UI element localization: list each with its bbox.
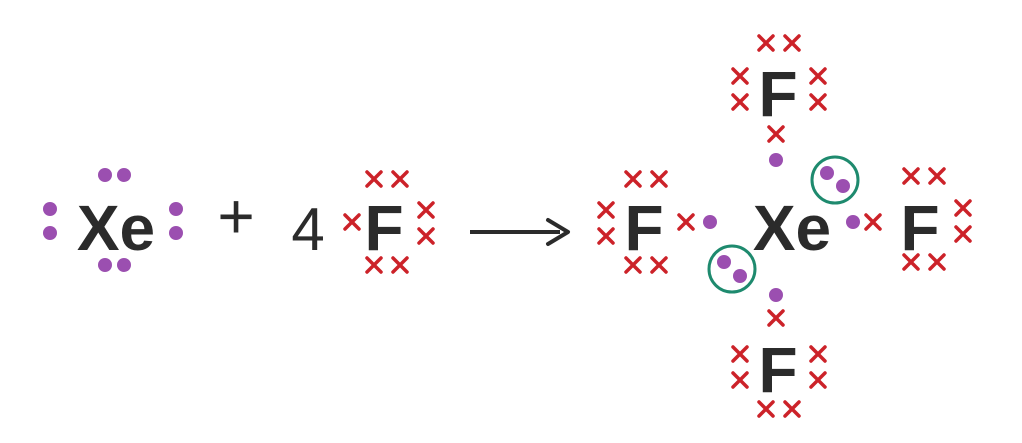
xe-bonding-electron-dot [846,215,860,229]
product-f-left-symbol: F [624,192,663,264]
f-right-electron-cross [954,199,972,217]
f-left-electron-cross [650,256,668,274]
f-right-electron-cross [954,225,972,243]
f-bottom-electron-cross [767,309,785,327]
f-left-electron-cross [597,201,615,219]
xe-lone-pair-dot [717,255,731,269]
f-electron-cross [417,227,435,245]
f-top-electron-cross [757,34,775,52]
f-left-electron-cross [677,213,695,231]
lone-pair-ring-upper-right [810,155,860,205]
f-left-electron-cross [597,227,615,245]
f-bottom-electron-cross [809,371,827,389]
f-electron-cross [343,213,361,231]
f-bottom-electron-cross [809,345,827,363]
xe-bonding-electron-dot [769,288,783,302]
f-bottom-electron-cross [757,400,775,418]
f-top-electron-cross [783,34,801,52]
xe-lone-pair-dot [733,269,747,283]
xe-lone-pair-dot [820,166,834,180]
reactant-f-symbol: F [364,192,403,264]
xe-electron-dot [117,258,131,272]
product-f-top-symbol: F [758,58,797,130]
f-electron-cross [365,256,383,274]
product-xe-symbol: Xe [753,192,831,264]
f-bottom-electron-cross [731,371,749,389]
electron-marks [43,34,972,418]
xe-lone-pair-dot [836,179,850,193]
xe-electron-dot [43,202,57,216]
f-top-electron-cross [731,67,749,85]
product-f-right-symbol: F [900,192,939,264]
f-bottom-electron-cross [783,400,801,418]
reactant-xe-symbol: Xe [77,192,155,264]
f-right-electron-cross [864,213,882,231]
f-right-electron-cross [928,167,946,185]
f-right-electron-cross [902,253,920,271]
f-bottom-electron-cross [731,345,749,363]
f-top-electron-cross [731,93,749,111]
f-top-electron-cross [809,93,827,111]
xe-bonding-electron-dot [769,153,783,167]
f-right-electron-cross [928,253,946,271]
fluorine-coefficient: 4 [291,196,324,263]
f-top-electron-cross [767,125,785,143]
product-f-bottom-symbol: F [758,334,797,406]
f-electron-cross [417,201,435,219]
f-left-electron-cross [650,170,668,188]
plus-sign: + [217,180,254,252]
f-right-electron-cross [902,167,920,185]
xe-electron-dot [169,226,183,240]
f-left-electron-cross [624,256,642,274]
xe-electron-dot [117,168,131,182]
reaction-arrow [470,218,570,246]
xe-electron-dot [43,226,57,240]
f-left-electron-cross [624,170,642,188]
f-electron-cross [365,170,383,188]
xe-electron-dot [169,202,183,216]
lone-pair-ring-lower-left [707,244,757,294]
f-top-electron-cross [809,67,827,85]
xe-bonding-electron-dot [703,215,717,229]
xe-electron-dot [98,168,112,182]
f-electron-cross [391,170,409,188]
xe-electron-dot [98,258,112,272]
f-electron-cross [391,256,409,274]
